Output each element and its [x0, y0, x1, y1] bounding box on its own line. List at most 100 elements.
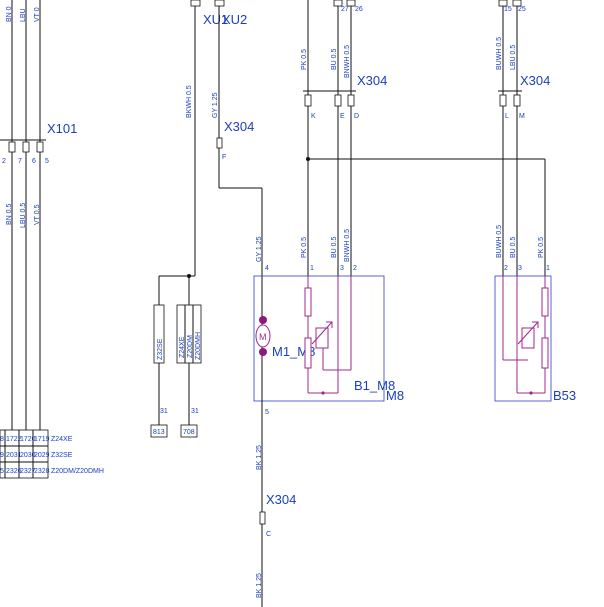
x304-pin-e-contact: [334, 94, 342, 107]
x304-pin-k: K: [311, 113, 316, 120]
table-row: 5 2326 2327 2328 Z20DM/Z20DMH: [0, 468, 104, 475]
x304-label: X304: [520, 73, 550, 88]
x304-pin-l: L: [505, 113, 509, 120]
m8-pin-1: 1: [310, 265, 314, 272]
x304-pin-c: C: [266, 531, 271, 538]
x304-lm-connector: 15 25 BUWH 0.5 LBU 0.5 X304 L M BUWH 0.5…: [496, 0, 550, 276]
x304-pin-k-contact: [304, 94, 312, 107]
wire-label-bkwh: BKWH 0.5: [186, 85, 193, 118]
xu1-label: XU1: [203, 12, 228, 27]
m8-pin-5: 5: [265, 409, 269, 416]
table-cell: 1722: [6, 436, 22, 443]
x304-pin-c-contact: [259, 511, 266, 525]
wire-label-lbu-top: LBU: [20, 8, 27, 22]
b53-pin-3: 3: [518, 265, 522, 272]
wire-label-buwh: BUWH 0.5: [496, 37, 503, 70]
x101-pin-7-contact: [22, 141, 30, 153]
x101-pin: 7: [18, 158, 22, 165]
wire-label-pk: PK 0.5: [301, 237, 308, 258]
wire-label-bu: BU 0.5: [331, 236, 338, 258]
motor-icon: [255, 324, 271, 348]
table-cell: 2328: [34, 468, 50, 475]
xu1-branch: XU1 BKWH 0.5 Z32SE Z24XE Z20DM Z20DMH 31…: [150, 0, 228, 438]
x101-pin: 5: [45, 158, 49, 165]
x101-bundle: X101 2 7 6 5 BN 0 LBU VT 0 BN 0.5 LBU 0.…: [0, 0, 77, 430]
m8-outline: [253, 275, 385, 402]
ref-813: 813: [153, 429, 165, 436]
wire-label-bn-top: BN 0: [6, 6, 13, 22]
b53-label: B53: [553, 388, 576, 403]
b53-pin-2: 2: [504, 265, 508, 272]
wire-label-vt: VT 0.5: [34, 204, 41, 225]
variant-label: Z24XE: [179, 336, 186, 358]
table-variant: Z24XE: [51, 436, 73, 443]
table-cell: 1720: [20, 436, 36, 443]
table-row: 8 1722 1720 1719 Z24XE: [0, 436, 73, 443]
top-pin-15: 15: [504, 6, 512, 13]
m8-pin-3: 3: [340, 265, 344, 272]
module-label: M8: [386, 388, 404, 403]
table-cell: 8: [0, 436, 4, 443]
m8-pin-2: 2: [353, 265, 357, 272]
table-cell: 9: [0, 452, 4, 459]
table-cell: 2031: [6, 452, 22, 459]
wire-label-bnwh: BNWH 0.5: [344, 229, 351, 262]
wire-label-bnwh: BNWH 0.5: [344, 45, 351, 78]
x304-pin-f-contact: [216, 137, 223, 149]
x304-pin-f: F: [222, 154, 226, 161]
sensor-label: B1_M8: [354, 378, 395, 393]
motor-symbol: M: [259, 332, 267, 342]
b53-module: 2 3 1 B53: [494, 265, 576, 403]
x101-pin-6-contact: [36, 141, 44, 153]
x304-label: X304: [224, 119, 254, 134]
wire-label-gy: GY 1.25: [256, 236, 263, 262]
b53-pin-1: 1: [546, 265, 550, 272]
x304-ked-connector: 27 26 PK 0.5 BU 0.5 BNWH 0.5 X304 K E D …: [301, 0, 545, 276]
bk-branch: BK 1.25 X304 C BK 1.25: [256, 440, 296, 607]
wire-label-lbu: LBU 0.5: [510, 45, 517, 70]
xu2-branch: XU2 GY 1.25 X304 F GY 1.25 4: [212, 0, 269, 320]
b53-outline: [494, 275, 552, 402]
table-cell: 5: [0, 468, 4, 475]
wire-label-pk: PK 0.5: [301, 49, 308, 70]
variant-label: Z20DMH: [195, 332, 202, 360]
ref-31: 31: [191, 408, 199, 415]
x101-pin: 2: [2, 158, 6, 165]
ref-31: 31: [160, 408, 168, 415]
table-cell: 2326: [6, 468, 22, 475]
wire-label-bu: BU 0.5: [510, 236, 517, 258]
wire-label-lbu: LBU 0.5: [20, 203, 27, 228]
table-cell: 1719: [34, 436, 50, 443]
table-cell: 2030: [20, 452, 36, 459]
x304-pin-m: M: [519, 113, 525, 120]
variant-box-right: [176, 304, 202, 364]
x304-label: X304: [266, 492, 296, 507]
x304-pin-e: E: [340, 113, 345, 120]
table-cell: 2029: [34, 452, 50, 459]
m8-pin-4: 4: [265, 265, 269, 272]
ref-box-813: [150, 424, 168, 438]
x304-pin-m-contact: [513, 94, 521, 107]
wire-label-buwh: BUWH 0.5: [496, 225, 503, 258]
x304-pin-l-contact: [499, 94, 507, 107]
wire-label-bk: BK 1.25: [256, 573, 263, 598]
x304-pin-d-contact: [347, 94, 355, 107]
x304-label: X304: [357, 73, 387, 88]
top-pin-27: 27: [341, 6, 349, 13]
x304-pin-d: D: [354, 113, 359, 120]
ref-708: 708: [183, 429, 195, 436]
wire-label-vt-top: VT 0: [34, 7, 41, 22]
table-variant: Z20DM/Z20DMH: [51, 468, 104, 475]
top-pin-25: 25: [518, 6, 526, 13]
table-variant: Z32SE: [51, 452, 73, 459]
table-cell: 2327: [20, 468, 36, 475]
xu2-label: XU2: [222, 12, 247, 27]
variant-label: Z20DM: [187, 335, 194, 358]
x101-label: X101: [47, 121, 77, 136]
wire-label-bn: BN 0.5: [6, 203, 13, 225]
variant-table: 8 1722 1720 1719 Z24XE 9 2031 2030 2029 …: [0, 429, 104, 479]
top-pin-26: 26: [355, 6, 363, 13]
x101-pin: 6: [32, 158, 36, 165]
x101-pin-2-contact: [8, 141, 16, 153]
